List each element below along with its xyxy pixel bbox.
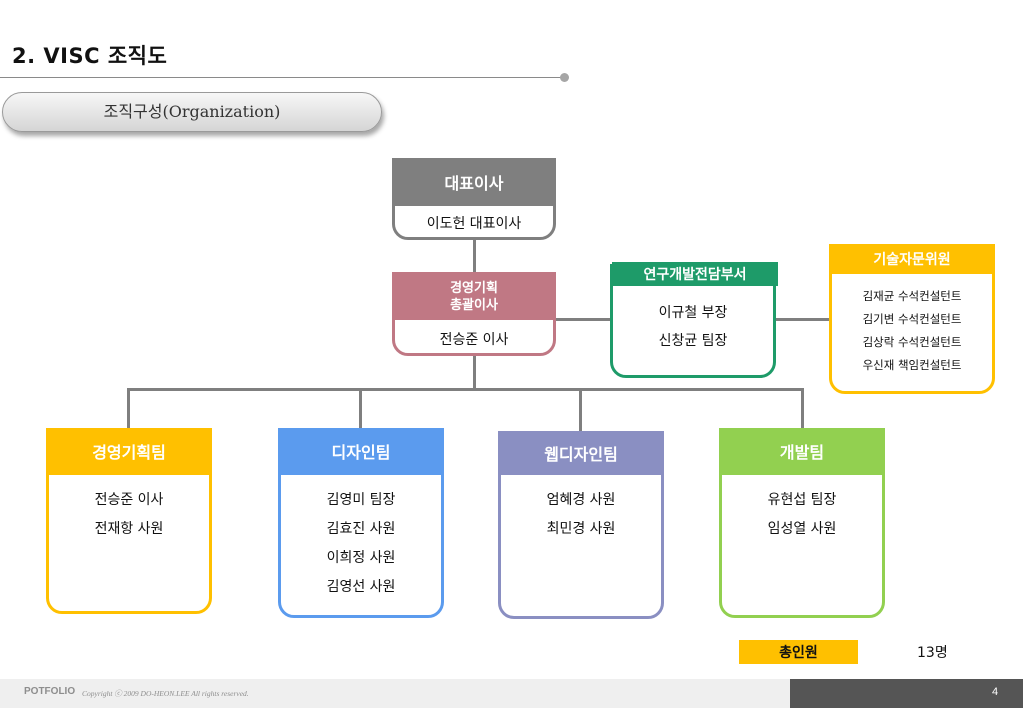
team-member: 최민경 사원 (546, 521, 616, 537)
team-member: 임성열 사원 (767, 521, 837, 537)
advisory-member: 김재균 수석컨설턴트 (862, 289, 962, 303)
title-divider-dot (560, 73, 569, 82)
team-title-web: 웹디자인팀 (501, 434, 661, 475)
rnd-member: 이규철 부장 (658, 305, 728, 321)
gm-box: 경영기획 총괄이사 전승준 이사 (392, 272, 556, 356)
footer-copyright: Copyright ⓒ 2009 DO-HEON.LEE All rights … (82, 689, 249, 698)
team-members-design: 김영미 팀장 김효진 사원 이희정 사원 김영선 사원 (281, 475, 441, 602)
ceo-members: 이도헌 대표이사 (395, 206, 553, 233)
team-members-dev: 유현섭 팀장 임성열 사원 (722, 475, 882, 544)
team-member: 김효진 사원 (326, 521, 396, 537)
connector-gm-down (473, 354, 476, 389)
gm-title-line1: 경영기획 (450, 281, 498, 297)
team-title-dev: 개발팀 (722, 431, 882, 475)
advisory-member: 김상락 수석컨설턴트 (862, 335, 962, 349)
advisory-members: 김재균 수석컨설턴트 김기변 수석컨설턴트 김상락 수석컨설턴트 우신재 책임컨… (832, 247, 992, 377)
team-member: 전승준 이사 (94, 492, 164, 508)
gm-member: 전승준 이사 (439, 332, 509, 348)
footer-brand: POTFOLIO (24, 686, 76, 697)
ceo-member: 이도헌 대표이사 (426, 216, 522, 232)
team-title-design: 디자인팀 (281, 431, 441, 475)
team-box-web: 웹디자인팀 엄혜경 사원 최민경 사원 (498, 431, 664, 619)
team-member: 이희정 사원 (326, 550, 396, 566)
rnd-members: 이규철 부장 신창균 팀장 (613, 267, 773, 355)
connector-team-mgmt (127, 388, 130, 428)
ceo-title: 대표이사 (395, 161, 553, 206)
page-number: 4 (992, 686, 999, 698)
connector-gm-rnd (555, 318, 612, 321)
team-title-mgmt: 경영기획팀 (49, 431, 209, 475)
connector-ceo-gm (473, 238, 476, 274)
section-label-text: 조직구성(Organization) (103, 102, 281, 121)
title-divider (0, 77, 563, 78)
rnd-title: 연구개발전담부서 (612, 262, 778, 286)
advisory-title: 기술자문위원 (829, 244, 995, 274)
advisory-member: 김기변 수석컨설턴트 (862, 312, 962, 326)
footer-page-panel (790, 679, 1023, 708)
connector-rnd-advisory (774, 318, 831, 321)
gm-members: 전승준 이사 (395, 320, 553, 349)
total-value: 13명 (917, 645, 948, 661)
team-member: 엄혜경 사원 (546, 492, 616, 508)
team-box-mgmt: 경영기획팀 전승준 이사 전재항 사원 (46, 428, 212, 614)
connector-team-design (359, 388, 362, 428)
connector-team-web (579, 388, 582, 431)
team-members-mgmt: 전승준 이사 전재항 사원 (49, 475, 209, 544)
team-member: 김영선 사원 (326, 579, 396, 595)
team-box-design: 디자인팀 김영미 팀장 김효진 사원 이희정 사원 김영선 사원 (278, 428, 444, 618)
connector-team-dev (801, 388, 804, 428)
team-member: 전재항 사원 (94, 521, 164, 537)
team-members-web: 엄혜경 사원 최민경 사원 (501, 475, 661, 544)
ceo-box: 대표이사 이도헌 대표이사 (392, 158, 556, 240)
gm-title: 경영기획 총괄이사 (395, 275, 553, 320)
advisory-member: 우신재 책임컨설턴트 (862, 358, 962, 372)
page-title: 2. VISC 조직도 (12, 44, 168, 68)
connector-team-bus (127, 388, 804, 391)
gm-title-line2: 총괄이사 (450, 297, 498, 313)
total-label: 총인원 (739, 640, 858, 664)
team-box-dev: 개발팀 유현섭 팀장 임성열 사원 (719, 428, 885, 618)
team-member: 김영미 팀장 (326, 492, 396, 508)
team-member: 유현섭 팀장 (767, 492, 837, 508)
rnd-member: 신창균 팀장 (658, 333, 728, 349)
section-label: 조직구성(Organization) (2, 92, 382, 132)
